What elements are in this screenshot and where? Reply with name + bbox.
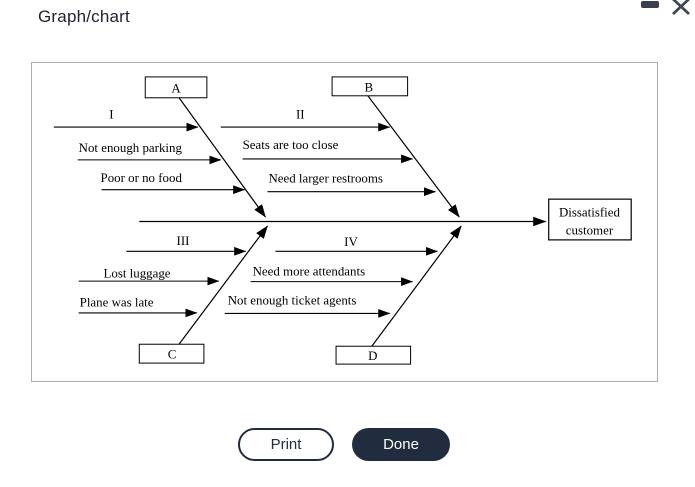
branch-d-box [335,345,412,365]
cause-text: Poor or no food [101,170,183,185]
effect-label-line1: Dissatisfied [559,205,620,220]
branch-b-diagonal [367,95,460,218]
branch-d-diagonal [371,225,462,347]
close-icon[interactable] [671,0,691,15]
category-label-iv: IV [344,234,358,249]
category-label-ii: II [296,107,305,122]
branch-c-box [138,343,205,364]
fishbone-diagram: I Not enough parking Poor or no food II … [53,76,632,365]
minimize-icon[interactable] [641,1,659,8]
branch-d-label: D [368,348,377,363]
branch-a-diagonal [178,97,266,218]
branch-c-diagonal [178,225,268,345]
effect-box [548,198,632,241]
done-button[interactable]: Done [352,428,450,461]
branch-b-box [331,76,409,97]
cause-text: Need more attendants [253,264,366,279]
category-label-iii: III [177,233,190,248]
cause-text: Need larger restrooms [268,170,382,185]
cause-text: Plane was late [80,294,154,309]
branch-c-label: C [168,347,177,362]
cause-text: Not enough parking [79,140,183,155]
branch-a-label: A [171,80,181,95]
page-title: Graph/chart [38,7,130,26]
diagram-panel: I Not enough parking Poor or no food II … [31,62,658,382]
cause-text: Lost luggage [104,266,171,281]
effect-label-line2: customer [566,222,614,237]
branch-b-label: B [365,79,374,94]
branch-a-box [144,76,208,99]
cause-text: Seats are too close [243,137,339,152]
print-button[interactable]: Print [238,428,334,461]
cause-text: Not enough ticket agents [228,292,357,307]
category-label-i: I [109,107,113,122]
